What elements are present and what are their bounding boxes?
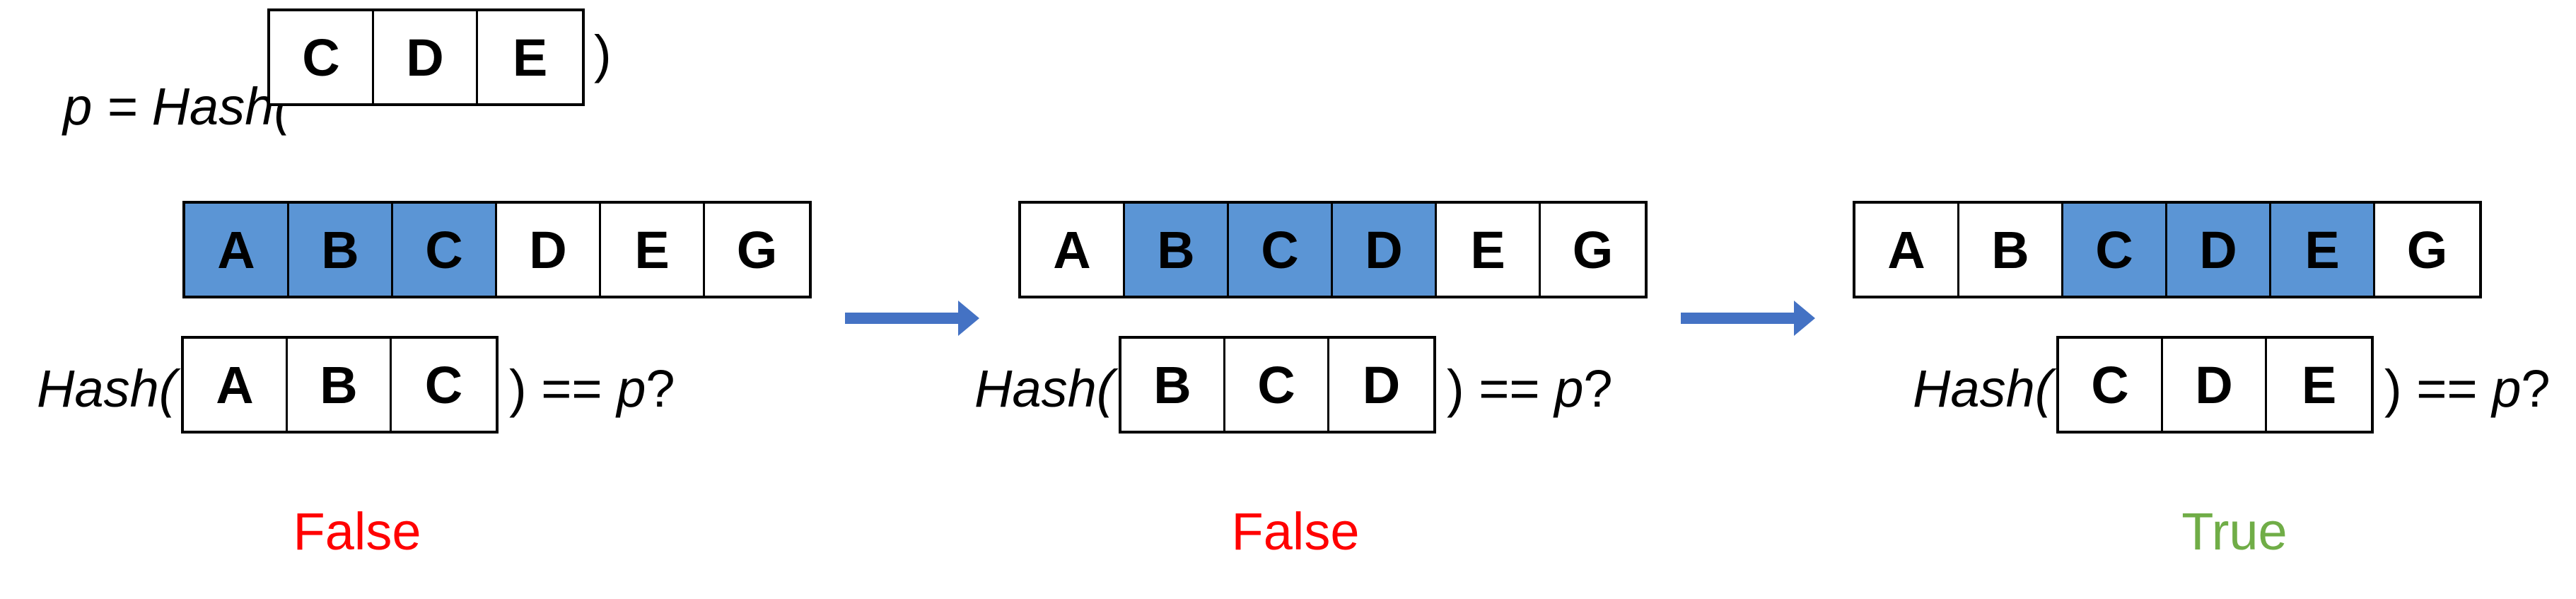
pattern-hash-lhs: p = Hash( (63, 77, 292, 136)
text-cell: C (393, 204, 497, 296)
window-cells-step-1: A B C (181, 336, 499, 434)
text-cell: D (2167, 204, 2271, 296)
window-cell: D (2163, 339, 2267, 431)
pattern-hash-close: ) (594, 25, 612, 83)
text-cell: G (1541, 204, 1645, 296)
hash-suffix-step-2: ) == p? (1447, 363, 1613, 415)
pattern-hash-label: p = Hash( (34, 28, 291, 133)
text-cell: G (2375, 204, 2479, 296)
text-cell: B (1125, 204, 1229, 296)
window-cell: C (2059, 339, 2163, 431)
text-array-step-3: A B C D E G (1853, 201, 2482, 298)
text-cell: C (1229, 204, 1333, 296)
hash-suffix-step-3: ) == p? (2384, 363, 2551, 415)
pattern-cells: C D E (267, 8, 585, 106)
text-cell: C (2063, 204, 2167, 296)
pattern-cell: D (374, 11, 478, 103)
hash-suffix-text: ) == p? (2384, 359, 2551, 418)
result-step-3: True (2181, 502, 2287, 561)
hash-suffix-step-1: ) == p? (509, 363, 675, 415)
hash-prefix-step-1: Hash( (37, 359, 177, 418)
pattern-cell: E (478, 11, 582, 103)
text-array-step-2: A B C D E G (1018, 201, 1648, 298)
text-cell: B (1959, 204, 2063, 296)
text-cell: E (1437, 204, 1541, 296)
window-cell: C (392, 339, 496, 431)
result-step-2: False (1231, 502, 1360, 561)
hash-prefix-step-2: Hash( (974, 359, 1114, 418)
window-cell: B (288, 339, 392, 431)
window-cell: D (1329, 339, 1433, 431)
hash-prefix-step-3: Hash( (1913, 359, 2053, 418)
hash-suffix-text: ) == p? (1447, 359, 1613, 418)
text-cell: B (289, 204, 393, 296)
text-cell: A (185, 204, 289, 296)
window-cell: B (1121, 339, 1225, 431)
result-step-1: False (293, 502, 421, 561)
text-cell: D (1333, 204, 1437, 296)
window-cells-step-3: C D E (2056, 336, 2374, 434)
window-cell: A (184, 339, 288, 431)
window-cell: E (2267, 339, 2371, 431)
window-cells-step-2: B C D (1119, 336, 1436, 434)
arrow-right-icon (845, 301, 979, 336)
text-cell: E (601, 204, 705, 296)
text-cell: E (2271, 204, 2375, 296)
hash-suffix-text: ) == p? (509, 359, 675, 418)
text-cell: A (1855, 204, 1959, 296)
text-cell: A (1021, 204, 1125, 296)
text-cell: G (705, 204, 809, 296)
window-cell: C (1225, 339, 1329, 431)
text-cell: D (497, 204, 601, 296)
pattern-cell: C (270, 11, 374, 103)
arrow-right-icon (1681, 301, 1815, 336)
text-array-step-1: A B C D E G (182, 201, 812, 298)
